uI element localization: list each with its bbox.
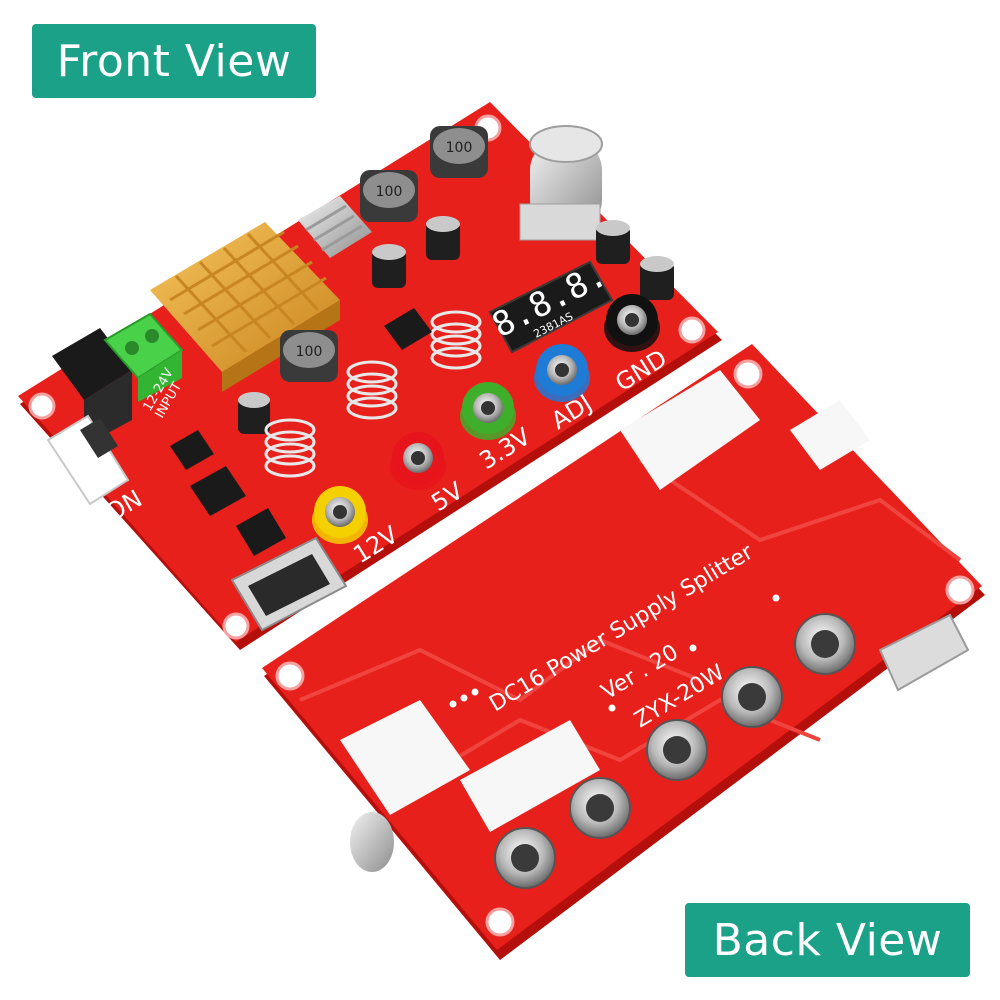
- back-view-badge: Back View: [685, 903, 970, 977]
- back-board: DC16 Power Supply Splitter Ver . 20 ZYX-…: [262, 344, 985, 960]
- mosfet: [190, 466, 246, 516]
- output-jack-adj: [534, 344, 590, 402]
- mounting-hole: [678, 316, 706, 344]
- spring-post: [264, 418, 316, 478]
- back-jack: [494, 827, 556, 889]
- capacitor: [372, 244, 406, 288]
- capacitor: [238, 392, 270, 434]
- inductor: 100: [430, 126, 488, 178]
- output-jack-5v: [390, 432, 446, 490]
- mounting-hole: [485, 907, 515, 937]
- back-jack: [721, 666, 783, 728]
- mosfet: [236, 508, 286, 556]
- svg-text:100: 100: [376, 184, 403, 200]
- inductor: 100: [280, 330, 338, 382]
- svg-text:100: 100: [296, 344, 323, 360]
- spring-post: [430, 310, 482, 370]
- terminal-block: [103, 312, 184, 402]
- mounting-hole: [945, 575, 975, 605]
- knob-shaft: [350, 812, 394, 872]
- back-jack: [794, 613, 856, 675]
- mosfet: [170, 430, 214, 470]
- output-jacks: [312, 294, 660, 544]
- power-switch: [46, 414, 130, 506]
- front-board: ON 12-24VINPUT: [18, 102, 722, 650]
- mounting-hole: [733, 359, 763, 389]
- capacitor: [426, 216, 460, 260]
- capacitor: [596, 220, 630, 264]
- silver-heatsink: [298, 196, 372, 258]
- inductor: 100: [360, 170, 418, 222]
- output-jack-12v: [312, 486, 368, 544]
- svg-text:100: 100: [446, 140, 473, 156]
- capacitor: [640, 256, 674, 300]
- front-view-badge: Front View: [32, 24, 316, 98]
- output-jack-gnd: [604, 294, 660, 352]
- ic-chip: [384, 308, 432, 350]
- mounting-hole: [275, 661, 305, 691]
- output-jack-3-3v: [460, 382, 516, 440]
- back-jack: [646, 719, 708, 781]
- mounting-hole: [222, 612, 250, 640]
- back-jack: [569, 777, 631, 839]
- potentiometer-knob: [519, 125, 603, 241]
- spring-post: [346, 360, 398, 420]
- usb-port: [230, 536, 348, 632]
- mounting-hole: [28, 392, 56, 420]
